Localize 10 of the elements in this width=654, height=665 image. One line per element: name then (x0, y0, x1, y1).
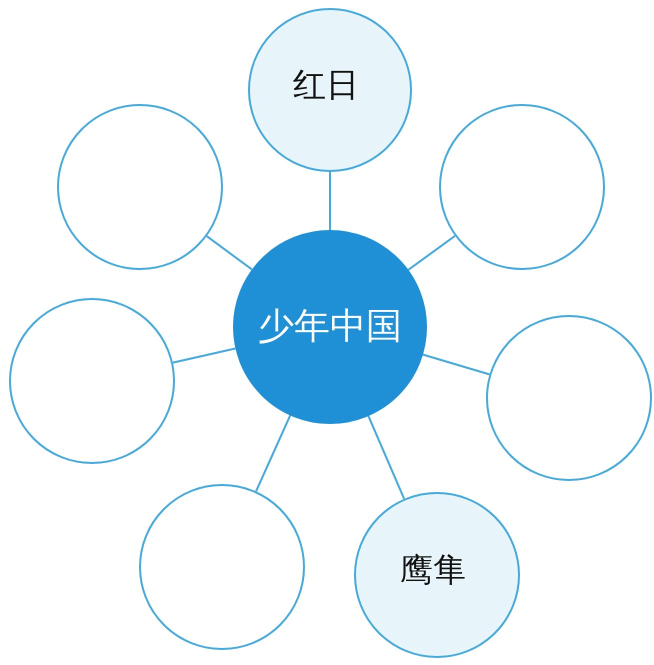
connector-line (408, 235, 456, 271)
connector-line (329, 172, 331, 230)
connector-line (422, 354, 490, 376)
topic-text: 鹰隼 (400, 552, 466, 590)
central-topic-text: 少年中国 (258, 307, 402, 347)
connector-line (255, 415, 292, 492)
topic-text: 红日 (293, 68, 359, 104)
connector-line (206, 235, 252, 270)
connector-line (368, 416, 406, 500)
connector-line (172, 347, 236, 364)
